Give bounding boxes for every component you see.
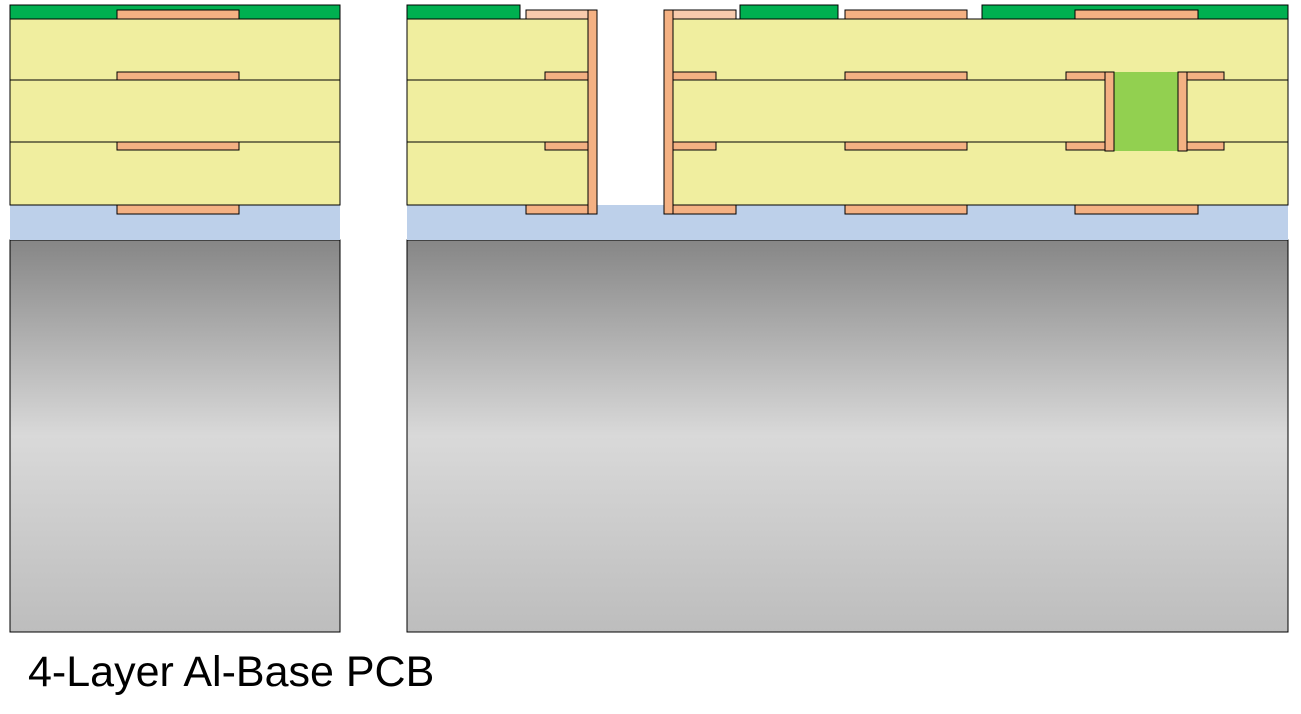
- copper-pad-inner-2: [116, 141, 240, 151]
- copper-pad-top: [1074, 9, 1199, 20]
- left-board-section: [9, 4, 341, 633]
- copper-pad-top: [844, 9, 968, 20]
- copper-pad-inner-1: [844, 71, 968, 81]
- prepreg-layers-right: [672, 18, 1289, 206]
- copper-pad-bottom: [1074, 204, 1199, 215]
- copper-pad-inner-2: [844, 141, 968, 151]
- copper-pad-top: [116, 9, 240, 20]
- copper-pad-bottom: [844, 204, 968, 215]
- aluminum-base: [9, 239, 341, 633]
- plated-slot-wall-right: [663, 9, 737, 215]
- diagram-title: 4-Layer Al-Base PCB: [28, 648, 435, 696]
- copper-pad-inner-1: [116, 71, 240, 81]
- prepreg-layer-1: [9, 18, 341, 81]
- via-fill: [1114, 72, 1178, 151]
- plated-slot-wall-left: [525, 9, 598, 215]
- prepreg-layers-left: [406, 18, 589, 206]
- prepreg-layer-3: [9, 141, 341, 206]
- copper-pad-bottom: [116, 204, 240, 215]
- solder-mask: [406, 4, 521, 20]
- prepreg-layer-2: [9, 79, 341, 143]
- aluminum-base: [406, 239, 1289, 633]
- solder-mask: [739, 4, 839, 20]
- right-board-section: [406, 4, 1289, 633]
- buried-via: [1065, 71, 1225, 152]
